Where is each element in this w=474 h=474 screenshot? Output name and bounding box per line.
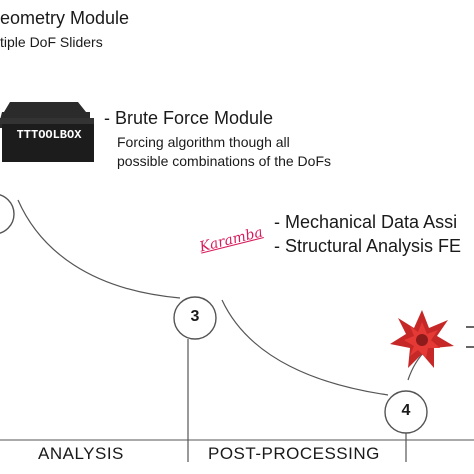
structural-analysis-line: - Structural Analysis FE bbox=[274, 236, 462, 256]
phase-post-processing-label: POST-PROCESSING bbox=[208, 444, 380, 463]
brute-force-desc-1: Forcing algorithm though all bbox=[117, 134, 290, 150]
step-2-circle bbox=[0, 194, 15, 234]
step-4-label: 4 bbox=[401, 402, 411, 419]
brute-force-desc-2: possible combinations of the DoFs bbox=[117, 153, 331, 169]
toolbox-icon bbox=[0, 102, 94, 162]
step-3-circle bbox=[173, 296, 217, 340]
star-icon bbox=[390, 310, 454, 368]
phase-analysis-label: ANALYSIS bbox=[38, 444, 124, 463]
connector-curve-2 bbox=[221, 299, 389, 396]
mechanical-data-line: - Mechanical Data Assi bbox=[274, 212, 458, 232]
geometry-module-title: eometry Module bbox=[0, 8, 130, 28]
toolbox-logo-text: TTTOOLBOX bbox=[16, 128, 82, 142]
connector-curve-1 bbox=[17, 199, 181, 299]
step-3-label: 3 bbox=[190, 308, 200, 325]
geometry-module-subtitle: tiple DoF Sliders bbox=[0, 34, 103, 50]
brute-force-title: - Brute Force Module bbox=[104, 108, 274, 128]
